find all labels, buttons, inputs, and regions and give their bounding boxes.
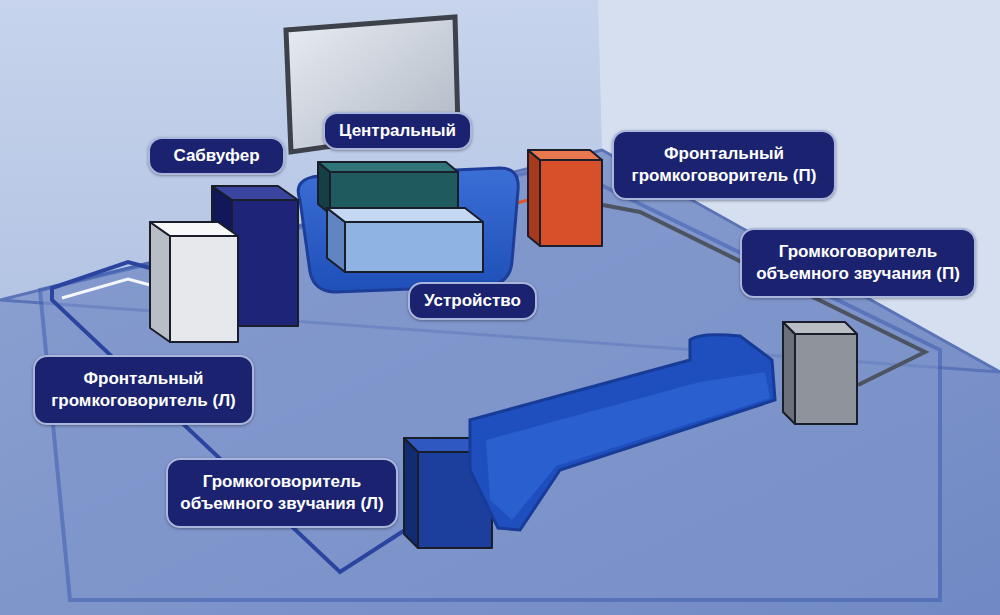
callout-label: Фронтальный громкоговоритель (П) [626, 143, 822, 187]
box-face [212, 186, 298, 200]
box-face [327, 208, 483, 222]
speaker-wire [62, 279, 150, 298]
front-right-speaker [528, 150, 602, 246]
callout-box: Устройство [408, 282, 537, 320]
tv-stand [298, 168, 518, 292]
floor [0, 150, 1000, 615]
box-face [150, 222, 170, 342]
front-left-speaker [150, 222, 238, 342]
center-speaker [318, 162, 458, 214]
callout-box: Фронтальный громкоговоритель (П) [612, 130, 836, 200]
sofa [470, 335, 775, 530]
callout-box: Центральный [323, 112, 472, 150]
box-face [528, 150, 602, 160]
callout-label: Громкоговоритель объемного звучания (П) [754, 241, 962, 285]
box-face [318, 162, 458, 172]
callout-label: Фронтальный громкоговоритель (Л) [47, 368, 240, 412]
callout-box: Фронтальный громкоговоритель (Л) [33, 355, 254, 425]
callout-box: Громкоговоритель объемного звучания (Л) [166, 458, 398, 528]
box-face [540, 160, 602, 246]
surround-right-speaker [783, 322, 857, 424]
box-face [783, 322, 857, 334]
box-face [150, 222, 238, 236]
callout-box: Громкоговоритель объемного звучания (П) [740, 228, 976, 298]
callout-label: Устройство [424, 290, 521, 312]
callout-label: Сабвуфер [173, 145, 259, 167]
box-face [170, 236, 238, 342]
callout-box: Сабвуфер [148, 137, 285, 175]
box-face [783, 322, 795, 424]
av-receiver [327, 208, 483, 272]
box-face [345, 222, 483, 272]
box-face [404, 438, 418, 548]
box-face [795, 334, 857, 424]
callout-label: Громкоговоритель объемного звучания (Л) [180, 471, 384, 515]
box-face [232, 200, 298, 326]
sofa-seat [486, 372, 770, 520]
tv-screen [286, 17, 458, 152]
callout-label: Центральный [339, 120, 456, 142]
box-face [528, 150, 540, 246]
